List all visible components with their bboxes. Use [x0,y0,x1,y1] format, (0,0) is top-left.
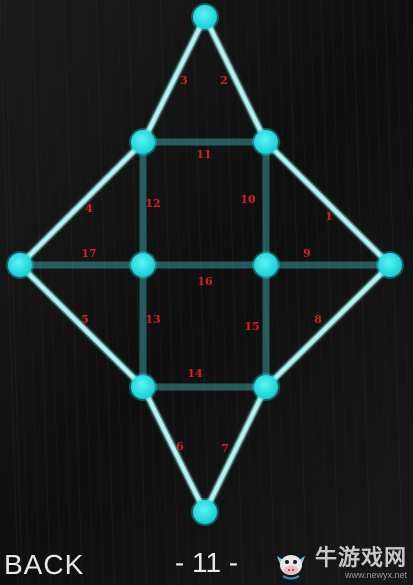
edge-label-10: 10 [240,193,256,206]
node-bottom[interactable] [193,500,217,524]
edge-5[interactable] [18,263,145,389]
wood-grain-line [106,0,126,585]
edge-7[interactable] [203,385,268,514]
wood-grain-line [138,0,158,585]
edge-label-15: 15 [244,320,259,333]
edge-label-2: 2 [220,74,228,87]
node-lower-left[interactable] [131,375,155,399]
wood-grain-line [53,0,72,585]
wood-grain-line [341,0,361,585]
edges-layer [16,13,394,516]
nodes-layer [6,3,404,526]
wood-grain-line [3,0,23,585]
edge-2[interactable] [203,15,268,144]
edge-4[interactable] [18,140,145,267]
edge-label-1: 1 [325,210,333,223]
wood-grain-line [170,0,190,585]
wood-grain-line [224,0,244,585]
edge-label-5: 5 [81,313,89,326]
wood-grain-line [406,0,413,225]
node-center-left[interactable] [131,253,155,277]
back-button[interactable]: BACK [4,549,85,580]
wood-grain-line [395,0,413,573]
edge-label-17: 17 [81,247,96,260]
wood-grain-line [192,0,212,585]
wood-grain-line [288,0,308,585]
wood-grain-line [299,0,319,585]
edge-label-8: 8 [314,313,322,326]
watermark-site-url: www.newyx.net [344,570,407,580]
node-upper-right[interactable] [254,130,278,154]
wood-grain-line [95,0,115,585]
node-center-right[interactable] [254,253,278,277]
wood-grain-line [181,0,201,585]
wood-grain-line [331,0,351,585]
node-top[interactable] [193,5,217,29]
wood-grain-line [363,0,383,585]
wood-grain-line [384,0,404,585]
wood-grain-line [245,0,265,585]
wood-grain-line [234,0,254,585]
wood-grain-line [31,0,51,585]
wood-grain-line [10,0,30,585]
wood-grain-line [117,0,137,585]
edge-label-16: 16 [197,275,213,288]
node-far-right[interactable] [378,253,402,277]
edge-label-11: 11 [196,148,211,161]
wood-grain-line [277,0,297,585]
site-watermark: 牛游戏网 www.newyx.net [271,547,407,581]
wood-grain-line [85,0,105,585]
edge-3[interactable] [141,15,207,144]
wood-grain-line [149,0,169,585]
watermark-site-name: 牛游戏网 [314,546,407,571]
wood-grain-line [320,0,340,585]
cow-mascot-icon [276,555,305,580]
wood-grain-line [20,0,40,585]
wood-grain-line [374,0,393,585]
wood-grain-line [309,0,329,585]
wood-grain-line [0,0,19,585]
node-far-left[interactable] [8,253,32,277]
edge-label-6: 6 [176,440,184,453]
wood-grain-line [42,0,62,585]
wood-grain-line [127,0,147,585]
edge-label-4: 4 [85,202,93,215]
edge-label-12: 12 [145,197,160,210]
edge-6[interactable] [141,385,207,514]
node-lower-right[interactable] [254,375,278,399]
wood-grain-line [74,0,94,585]
edge-1[interactable] [264,140,392,267]
edge-label-7: 7 [221,442,229,455]
edge-label-14: 14 [187,367,203,380]
edge-8[interactable] [264,263,392,389]
node-upper-left[interactable] [131,130,155,154]
edge-label-3: 3 [180,74,188,87]
wood-grain-line [267,0,286,585]
edge-label-13: 13 [145,313,160,326]
wood-grain-line [63,0,83,585]
wood-grain-line [213,0,233,585]
edge-label-9: 9 [303,247,311,260]
